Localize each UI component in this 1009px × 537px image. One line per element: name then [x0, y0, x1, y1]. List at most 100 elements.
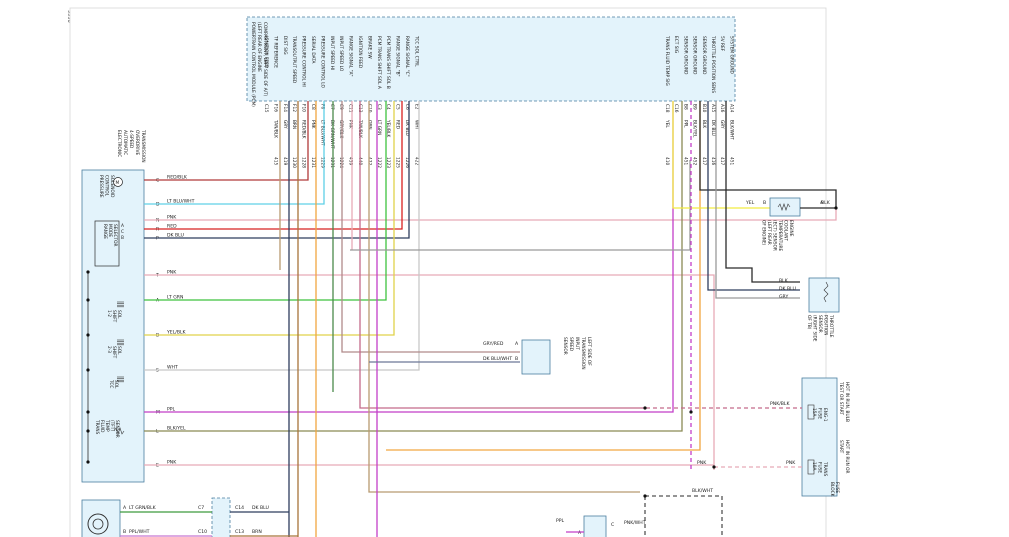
range-selector-pin: C — [121, 229, 124, 235]
tcc-label-0: TCC — [108, 379, 114, 388]
pcm-pin-label: INPUT SPEED LO — [338, 36, 344, 72]
wire-pnk-blk — [359, 101, 646, 409]
bottom-pin: B — [123, 529, 126, 535]
pcm-pin-label: SERIAL DATA — [310, 36, 316, 64]
pcm-pin-circuit: 439 — [348, 157, 354, 165]
pcm-pin-label: TF REFERENCE — [272, 35, 278, 68]
transmission-pin-wire-color: RED — [167, 224, 177, 230]
pcm-pin-circuit: 417 — [719, 157, 725, 165]
wire-yel-blk — [144, 101, 395, 336]
transmission-pin-wire-color: PNK — [167, 215, 177, 221]
tps-wire-color: GRY — [779, 294, 788, 300]
bottom-gear-icon — [87, 513, 109, 535]
pcm-pin-circuit: 410 — [664, 157, 670, 165]
pcm-pin-wire-color: DK BLU — [404, 120, 410, 136]
pcm-pin-number: C3 — [376, 104, 382, 110]
tps-wire-color: DK BLU — [779, 286, 796, 292]
transmission-title-line-3: OVERDRIVE — [134, 130, 140, 155]
wire-wht — [144, 101, 420, 371]
bottom-right-wire-color: BRN — [252, 529, 262, 535]
pcm-pin-number: F14 — [282, 104, 288, 112]
transmission-pin-wire-color: DK BLU — [167, 233, 184, 239]
vss-pin: B — [515, 356, 518, 362]
ect-title-line-2: TEMPERATURE — [777, 219, 783, 252]
pnk-blk-splice — [643, 406, 647, 410]
ect-title-line-0: ENGINE — [788, 220, 794, 237]
pcm-pin-label: THROTTLE POSITION SENS — [710, 35, 716, 93]
pcm-pin-number: C6 — [404, 104, 410, 110]
ect-wire-right-color: BLK — [821, 200, 831, 206]
tft-label-4: SENSOR — [114, 420, 120, 438]
pcs-label-2: SOLENOID — [109, 175, 115, 198]
fuse-wire2b-color: PNK — [786, 460, 796, 466]
wire-red-blk — [144, 101, 309, 181]
bottom-right-wire-color: DK BLU — [252, 505, 269, 511]
pressure-solenoid-motor-letter: M — [116, 180, 120, 186]
bottom-switch-box — [583, 515, 607, 537]
pcm-pin-number: B8 — [682, 104, 688, 110]
pcm-pin-label: IGNITION FEED — [263, 36, 269, 69]
wire-blk-yel — [144, 101, 683, 432]
pcm-pin-wire-color: PNK — [348, 120, 354, 129]
switch-wire-right: PNK/WHT — [624, 520, 646, 526]
wire-pnk-t — [144, 274, 715, 470]
pcm-pin-number: B9 — [692, 104, 698, 110]
pcm-pin-number: E2 — [413, 104, 419, 110]
pressure-solenoid-motor-icon — [113, 177, 123, 187]
pcm-pin-number: F8 — [319, 104, 325, 109]
ect-pin-a: A — [820, 200, 824, 206]
vss-pin-wire-color: DK BLU/WHT — [483, 356, 512, 362]
range-selector-label-2: SELECTOR — [112, 224, 118, 247]
bottom-connector-right: C13 — [235, 529, 244, 535]
transmission-pin-wire-color: BLK/YEL — [167, 426, 186, 432]
fuse-title-line-0: HOT IN RUN, BULB — [844, 382, 850, 422]
pcm-pin-label: RANGE SIGNAL "C" — [404, 36, 410, 77]
wire-gry-red-vss — [341, 101, 520, 353]
transmission-title-line-1: AUTOMATIC — [122, 130, 128, 155]
pcm-pin-number: A15 — [710, 104, 716, 113]
pcm-pin-label: TCC SOL CTRL — [413, 35, 419, 67]
pcm-pin-label: PCM TRANS SHIFT SOL B — [385, 36, 391, 89]
pcm-pin-wire-color: DK GRN/WHT — [329, 120, 335, 149]
pcm-pin-circuit: 417 — [701, 157, 707, 165]
bottom-pin-wire-color: PPL/WHT — [129, 529, 150, 535]
pcs-label-0: PRESSURE — [98, 175, 104, 198]
pcm-pin-wire-color: TAN/BLK — [272, 119, 278, 138]
fuse-trans-line-1: FUSE — [817, 462, 823, 473]
pcm-pin-circuit: 1224 — [338, 157, 344, 168]
fuse-eng1-icon — [807, 404, 815, 420]
pcm-pin-number: C16 — [673, 104, 679, 113]
input-speed-sensor-box — [521, 339, 551, 375]
pcm-pin-number: C7 — [329, 104, 335, 110]
sol-23-label-0: 2-3 — [106, 346, 112, 353]
wire-pnk-n — [144, 208, 837, 221]
wire-red — [144, 101, 403, 230]
pcm-pin-circuit: 1228 — [301, 157, 307, 168]
wire-gry-tps — [715, 101, 800, 299]
wire-yel-ect — [672, 101, 770, 209]
tps-title-line-0: THROTTLE — [828, 314, 834, 338]
pcm-pin-number: C8 — [310, 104, 316, 110]
internal-bus-splice — [86, 368, 90, 372]
tcc-label-1: SOL — [113, 380, 119, 389]
pcm-pin-wire-color: RED/BLK — [301, 120, 307, 139]
fuse-title-line-1: TEST OR START — [838, 381, 844, 415]
pcm-pin-circuit: 451 — [728, 157, 734, 165]
pcm-pin-number: A14 — [728, 104, 734, 113]
tps-wire-color: BLK — [779, 278, 789, 284]
pcm-pin-label: ECT SIG — [673, 36, 679, 53]
pcm-pin-label: BRAKE SW — [366, 36, 372, 59]
pcm-pin-circuit: 1223 — [385, 157, 391, 168]
pcm-pin-wire-color: BRN — [291, 120, 297, 129]
internal-bus-splice — [86, 333, 90, 337]
tps-title-line-4: OF TB) — [806, 315, 812, 330]
pcm-pin-label: SENSOR GROUND — [682, 36, 688, 75]
switch-pin-a: A — [578, 530, 582, 536]
wire-dk-blu-tps — [707, 101, 800, 291]
transmission-pin-wire-color: LT GRN — [167, 295, 183, 301]
sol-23-label-2: SOL — [116, 346, 122, 355]
pcm-pin-circuit: 1229 — [319, 157, 325, 168]
ect-ground-splice — [834, 206, 838, 210]
pcm-pin-circuit: 1222 — [376, 157, 382, 168]
